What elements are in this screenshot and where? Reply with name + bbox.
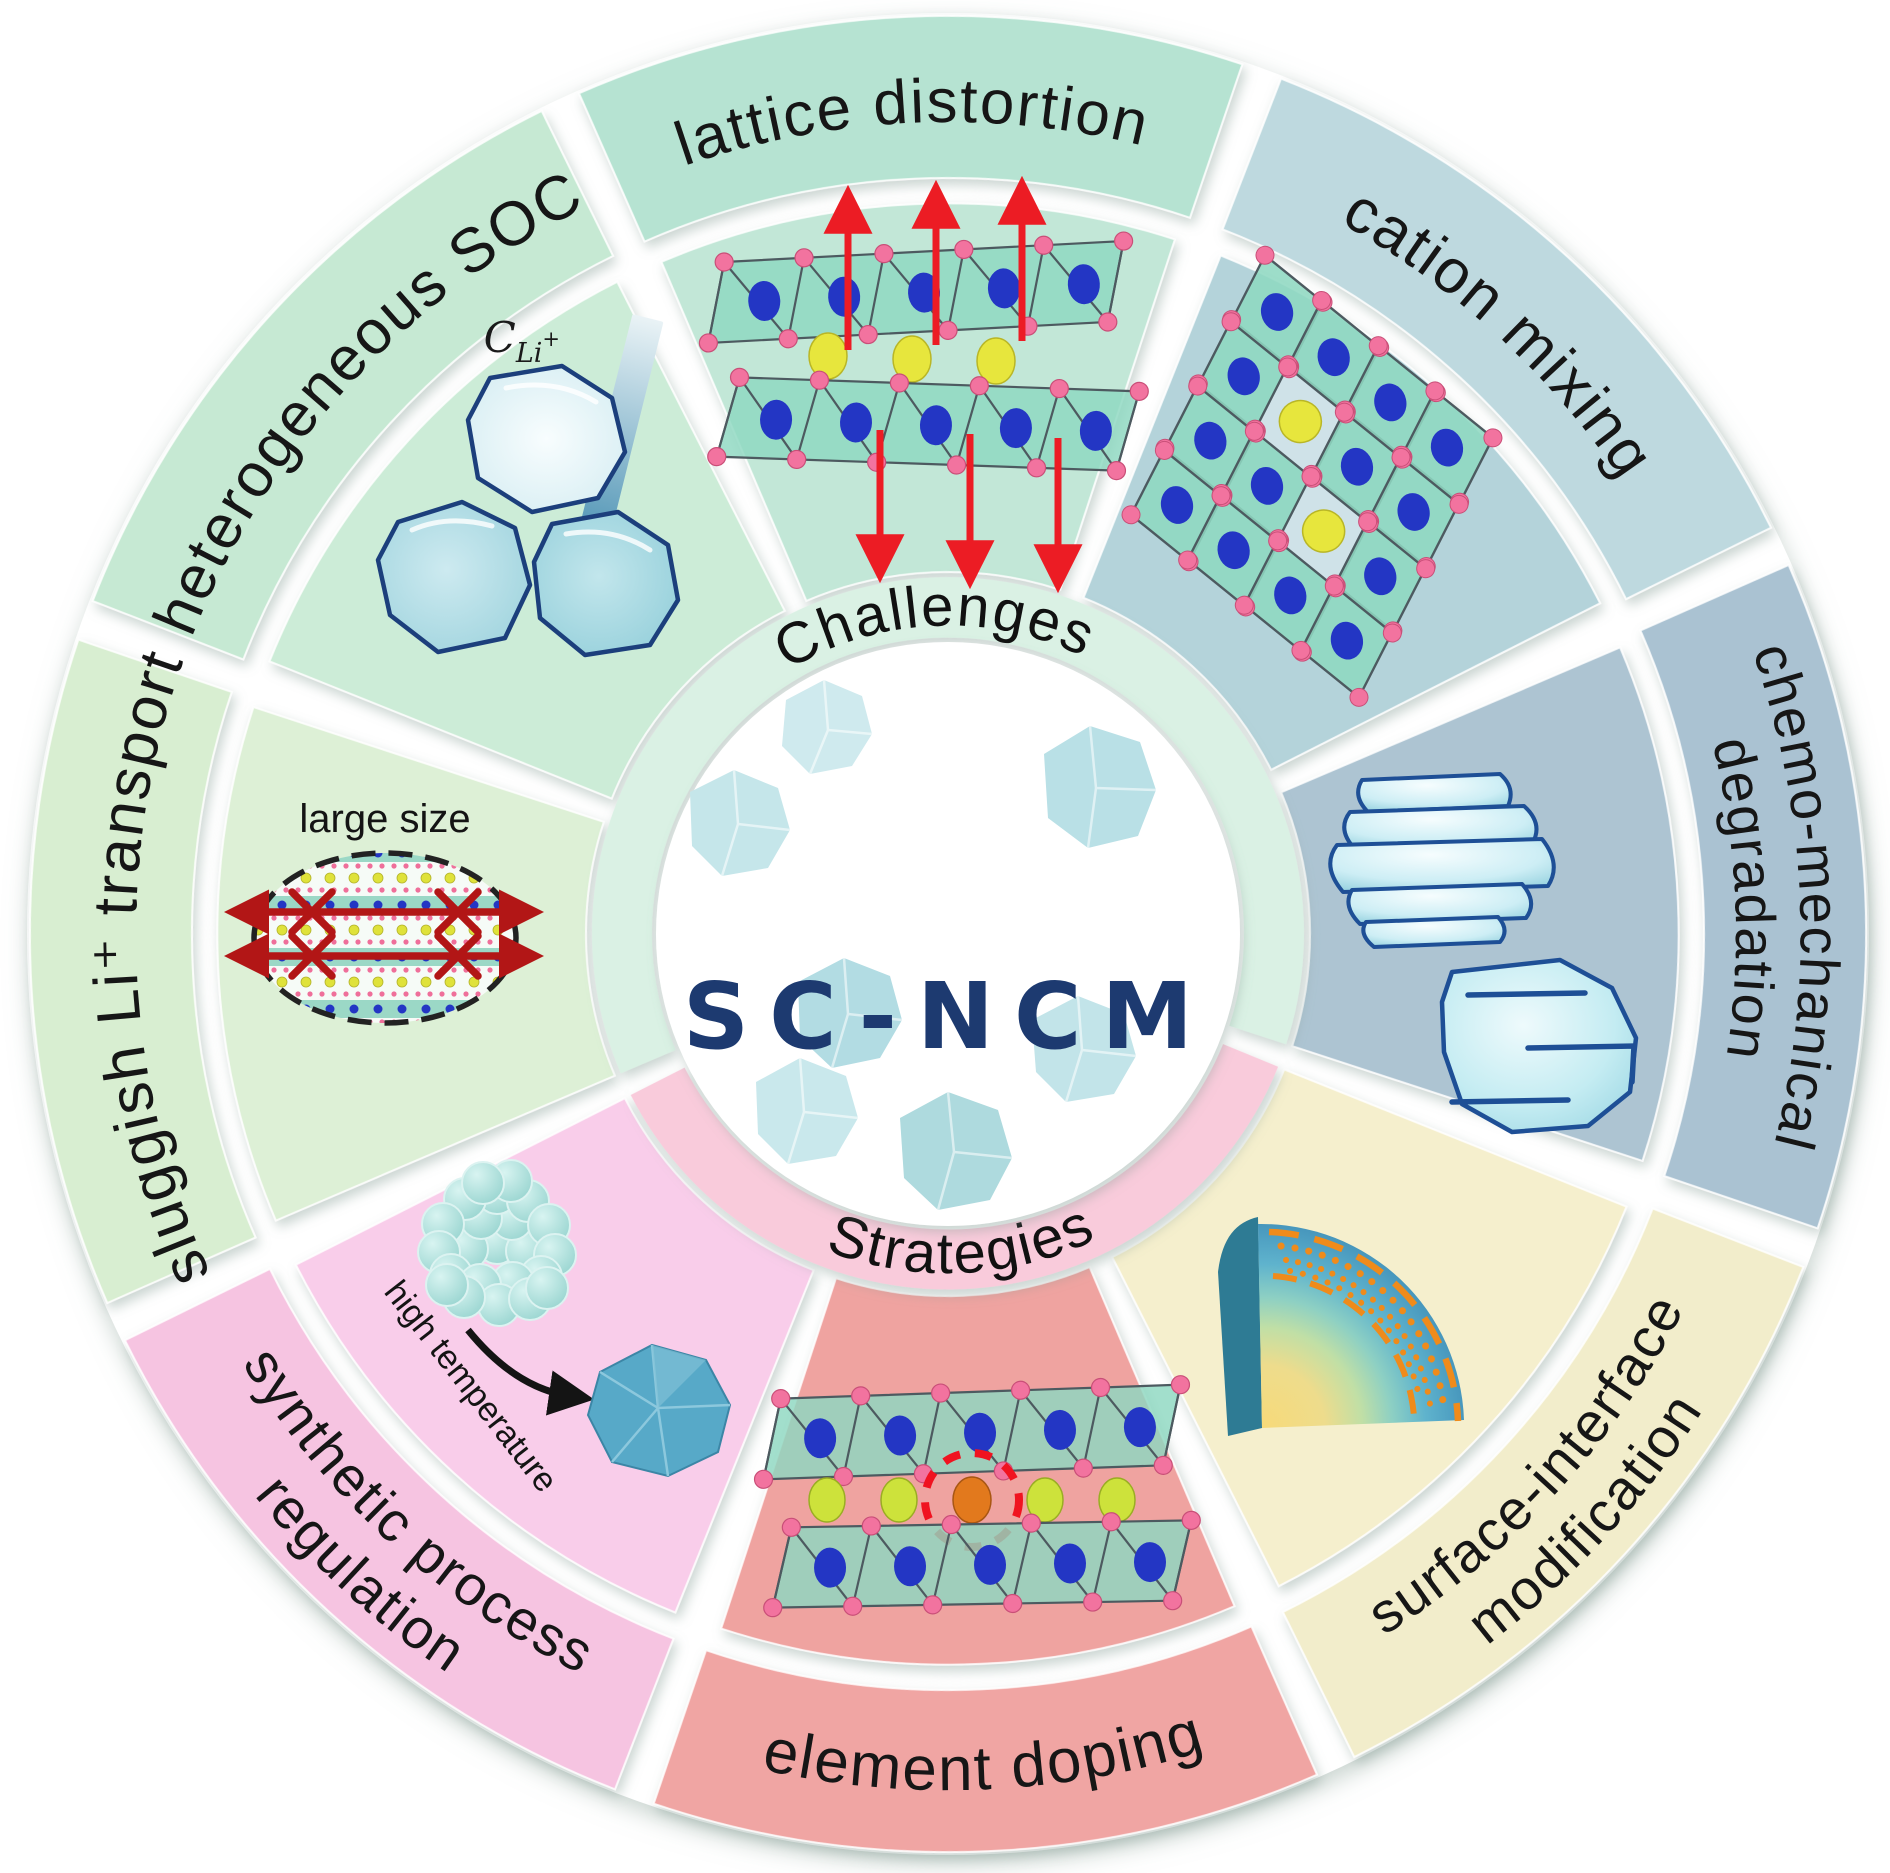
particle-cross-section-side bbox=[1218, 1217, 1262, 1436]
outer-segment-surface-interface bbox=[1281, 1207, 1805, 1759]
oxygen-atom-icon bbox=[1268, 531, 1288, 551]
oxygen-atom-icon bbox=[1211, 486, 1231, 506]
tm-atom-icon bbox=[1194, 421, 1227, 460]
center-crystals bbox=[690, 679, 1157, 1211]
oxygen-atom-icon bbox=[1154, 440, 1174, 460]
oxygen-atom-icon bbox=[1382, 623, 1402, 643]
outer-segment-chemo-mechanical bbox=[1639, 563, 1868, 1230]
crystal-icon bbox=[375, 499, 533, 655]
oxygen-atom-icon bbox=[1188, 376, 1208, 396]
li-layer-atoms bbox=[808, 332, 1016, 385]
outer-segment-element-doping bbox=[652, 1625, 1319, 1854]
large-size-label: large size bbox=[299, 797, 470, 841]
crack-lines bbox=[1449, 990, 1637, 1105]
tm-atom-icon bbox=[1260, 293, 1294, 331]
coating-layer-icon bbox=[1268, 1228, 1462, 1422]
li-subscript: Li bbox=[515, 338, 543, 369]
grain-icon bbox=[461, 1161, 505, 1205]
oxygen-atom-icon bbox=[1178, 550, 1198, 570]
sluggish-li-transport-illustration: large size bbox=[223, 797, 545, 1026]
crystal-highlights bbox=[409, 382, 653, 553]
outer-segment-heterogeneous-soc bbox=[91, 109, 615, 661]
oxygen-atom-icon bbox=[1416, 559, 1436, 579]
tm-atom-icon bbox=[1397, 493, 1430, 531]
oxygen-atom-icon bbox=[1278, 357, 1298, 377]
c-symbol: C bbox=[484, 313, 516, 362]
inner-band-challenges bbox=[591, 577, 1304, 1074]
cracked-particle-icon bbox=[1439, 957, 1639, 1135]
tm-atom-icon bbox=[1317, 338, 1350, 377]
sliced-particle-icon bbox=[1328, 772, 1556, 949]
outer-segment-sluggish-li-transport bbox=[28, 638, 257, 1305]
x-marks bbox=[288, 888, 482, 980]
lattice-distortion-illustration bbox=[693, 175, 1150, 594]
oxygen-atom-icon bbox=[1291, 640, 1311, 660]
tm-atom-icon bbox=[1274, 576, 1307, 615]
dopant-atom-icon bbox=[952, 1476, 992, 1524]
oxygen-atom-icon bbox=[1425, 381, 1445, 401]
grain-icon bbox=[425, 1263, 469, 1307]
li-atom-icon bbox=[1278, 399, 1323, 444]
oxygen-atom-icon bbox=[1301, 467, 1321, 487]
surface-interface-illustration bbox=[1218, 1217, 1464, 1436]
tm-atom-icon bbox=[1160, 486, 1194, 524]
red-down-arrows-icon bbox=[855, 430, 1083, 594]
tm-atom-icon bbox=[1250, 466, 1284, 505]
tm-atom-icon bbox=[1430, 428, 1464, 467]
oxygen-atom-icon bbox=[1349, 687, 1369, 707]
li-atom-icon bbox=[1301, 509, 1346, 553]
oxygen-atom-icon bbox=[1234, 595, 1254, 615]
crystal-icon bbox=[465, 363, 628, 515]
chemo-mechanical-illustration bbox=[1328, 772, 1639, 1135]
li-layer-atoms bbox=[808, 1477, 1136, 1523]
tm-atom-icon bbox=[1340, 447, 1374, 486]
oxygen-atom-icon bbox=[1324, 576, 1344, 596]
oxygen-atom-icon bbox=[1368, 336, 1388, 356]
oxygen-atom-icon bbox=[1244, 421, 1264, 441]
outer-segment-synthetic-process bbox=[123, 1267, 675, 1791]
tm-cell bbox=[1399, 389, 1495, 506]
oxygen-atom-icon bbox=[1312, 290, 1332, 310]
process-arrow-icon bbox=[465, 1327, 595, 1416]
element-doping-illustration bbox=[750, 1374, 1203, 1618]
red-up-arrows-icon bbox=[823, 175, 1047, 350]
oxygen-atom-icon bbox=[1449, 494, 1469, 514]
center-title: SC-NCM bbox=[683, 963, 1213, 1070]
inner-ring bbox=[591, 577, 1304, 1290]
cation-mixing-lattice bbox=[1121, 245, 1503, 707]
oxygen-atom-icon bbox=[1358, 512, 1378, 532]
heterogeneous-soc-illustration: CLi+ bbox=[375, 313, 681, 658]
oxygen-atom-icon bbox=[1483, 428, 1503, 448]
outer-segment-cation-mixing bbox=[1221, 77, 1773, 601]
oxygen-atom-icon bbox=[1121, 505, 1141, 525]
panel-heterogeneous-soc bbox=[268, 280, 787, 800]
grain-icon bbox=[525, 1266, 569, 1310]
plus-superscript: + bbox=[542, 327, 560, 351]
outer-segment-lattice-distortion bbox=[577, 14, 1244, 243]
crystal-icon bbox=[756, 1058, 858, 1164]
oxygen-atom-icon bbox=[1391, 447, 1411, 467]
inner-band-strategies bbox=[630, 1044, 1279, 1290]
oxygen-atom-icon bbox=[1221, 312, 1241, 332]
tm-atom-icon bbox=[1364, 557, 1397, 596]
tm-atom-icon bbox=[1374, 383, 1407, 422]
blocked-transport-arrows-icon bbox=[223, 888, 545, 980]
tm-atom-icon bbox=[1330, 621, 1364, 660]
li-concentration-label: CLi+ bbox=[484, 313, 560, 369]
polycrystal-agglomerate-icon bbox=[417, 1159, 577, 1327]
oxygen-atom-icon bbox=[1255, 245, 1275, 265]
octahedra-row-icon bbox=[761, 1510, 1203, 1618]
oxygen-atom-icon bbox=[1334, 402, 1354, 422]
tm-atom-icon bbox=[1227, 357, 1260, 396]
tm-atom-icon bbox=[1217, 531, 1250, 570]
single-crystal-icon bbox=[586, 1343, 732, 1478]
